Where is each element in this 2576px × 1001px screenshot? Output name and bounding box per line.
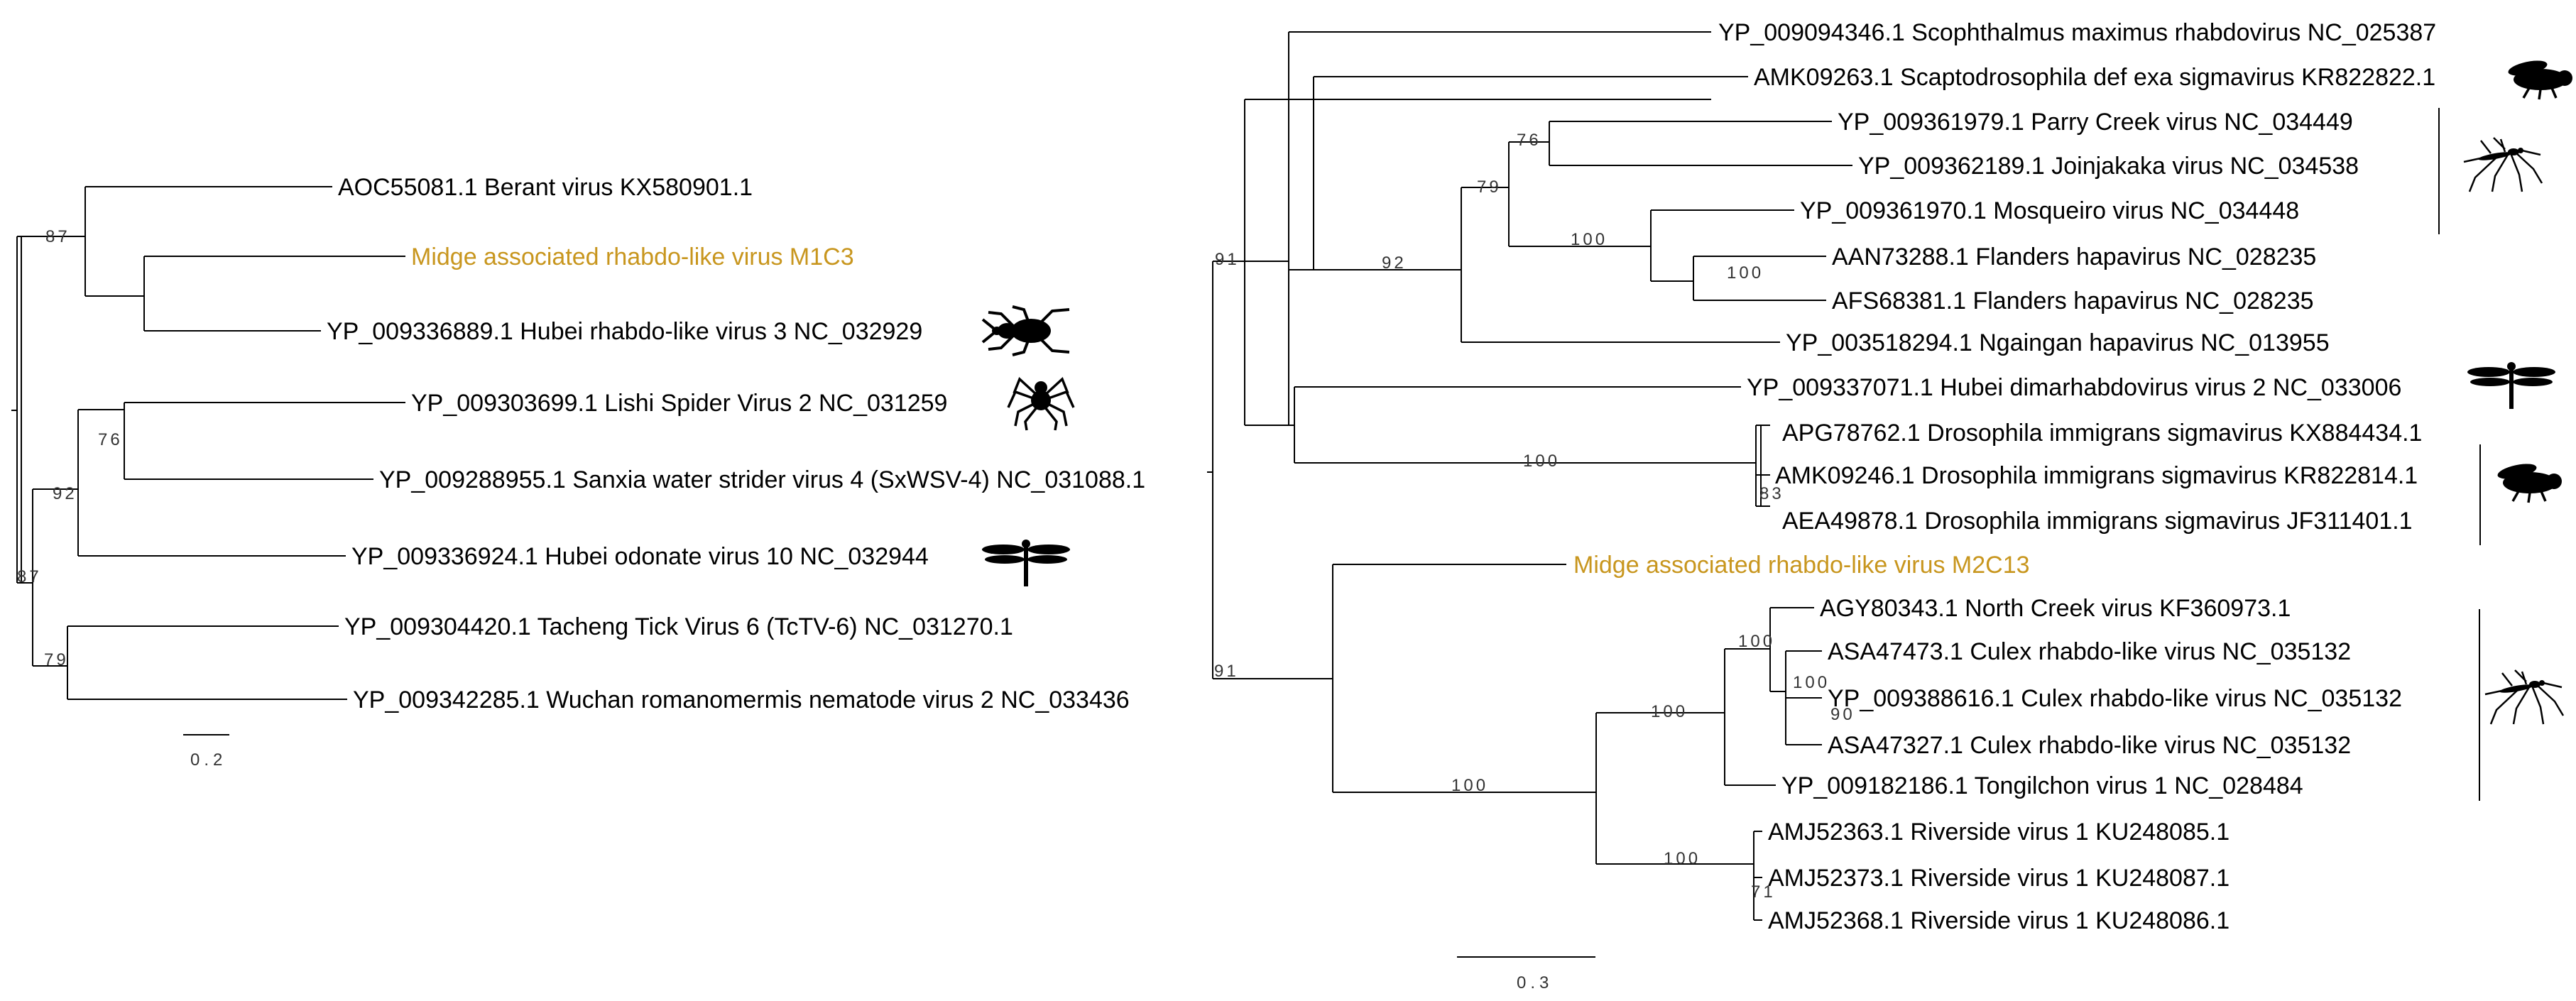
support-value: 100 bbox=[1738, 632, 1775, 651]
dragonfly-icon bbox=[982, 540, 1070, 586]
fly-icon bbox=[2494, 459, 2563, 504]
tip-label: YP_009094346.1 Scophthalmus maximus rhab… bbox=[1718, 19, 2436, 46]
right-tree-supports: 76 79 92 91 100 100 100 83 91 100 100 90… bbox=[1214, 131, 1855, 902]
right-tree-branches bbox=[1207, 99, 1711, 679]
right-tree: YP_009094346.1 Scophthalmus maximus rhab… bbox=[1207, 19, 2574, 992]
tip-label: APG78762.1 Drosophila immigrans sigmavir… bbox=[1782, 420, 2422, 447]
tip-label: YP_009388616.1 Culex rhabdo-like virus N… bbox=[1828, 685, 2402, 712]
tip-label: YP_009288955.1 Sanxia water strider viru… bbox=[379, 466, 1145, 493]
support-value: 92 bbox=[1382, 253, 1407, 273]
support-value: 92 bbox=[53, 484, 77, 503]
support-value: 100 bbox=[1651, 702, 1688, 721]
tip-label: ASA47473.1 Culex rhabdo-like virus NC_03… bbox=[1828, 638, 2351, 665]
tip-label: YP_009362189.1 Joinjakaka virus NC_03453… bbox=[1858, 153, 2359, 180]
support-value: 83 bbox=[1759, 484, 1784, 503]
tip-label: AMJ52373.1 Riverside virus 1 KU248087.1 bbox=[1768, 865, 2230, 892]
tip-label: YP_009337071.1 Hubei dimarhabdovirus vir… bbox=[1747, 374, 2401, 401]
support-value: 100 bbox=[1571, 230, 1608, 249]
support-value: 90 bbox=[1830, 705, 1855, 724]
beetle-icon bbox=[981, 305, 1071, 356]
tip-label: YP_009304420.1 Tacheng Tick Virus 6 (TcT… bbox=[344, 613, 1013, 640]
tip-label-highlighted: Midge associated rhabdo-like virus M2C13 bbox=[1573, 552, 2030, 579]
right-tree-lines-b bbox=[1213, 99, 2481, 958]
right-tree-lines bbox=[1288, 31, 1852, 426]
tip-label: AEA49878.1 Drosophila immigrans sigmavir… bbox=[1782, 508, 2413, 535]
support-value: 76 bbox=[98, 430, 123, 449]
spider-icon bbox=[1007, 378, 1075, 432]
tip-label: YP_009336889.1 Hubei rhabdo-like virus 3… bbox=[327, 318, 922, 345]
support-value: 100 bbox=[1793, 673, 1830, 692]
scale-bar-label: 0.3 bbox=[1517, 973, 1553, 992]
tip-label-highlighted: Midge associated rhabdo-like virus M1C3 bbox=[411, 244, 854, 270]
tip-label: AMJ52368.1 Riverside virus 1 KU248086.1 bbox=[1768, 907, 2230, 934]
scale-bar-label: 0.2 bbox=[190, 750, 227, 770]
tip-label: YP_003518294.1 Ngaingan hapavirus NC_013… bbox=[1786, 329, 2330, 356]
tip-label: AFS68381.1 Flanders hapavirus NC_028235 bbox=[1832, 288, 2314, 314]
tip-label: AMK09263.1 Scaptodrosophila def exa sigm… bbox=[1754, 64, 2435, 91]
right-tree-tips: YP_009094346.1 Scophthalmus maximus rhab… bbox=[1573, 19, 2436, 934]
left-tree-supports: 87 76 92 87 79 bbox=[17, 227, 123, 669]
tip-label: AAN73288.1 Flanders hapavirus NC_028235 bbox=[1832, 244, 2316, 270]
tip-label: ASA47327.1 Culex rhabdo-like virus NC_03… bbox=[1828, 732, 2351, 759]
tip-label: YP_009303699.1 Lishi Spider Virus 2 NC_0… bbox=[411, 390, 947, 417]
left-tree-branches bbox=[11, 186, 405, 735]
support-value: 76 bbox=[1517, 131, 1541, 150]
mosquito-icon bbox=[2462, 136, 2543, 193]
support-value: 100 bbox=[1451, 776, 1488, 795]
dragonfly-icon bbox=[2467, 362, 2555, 409]
left-tree: AOC55081.1 Berant virus KX580901.1 Midge… bbox=[11, 174, 1145, 770]
support-value: 91 bbox=[1214, 662, 1239, 681]
tip-label: YP_009182186.1 Tongilchon virus 1 NC_028… bbox=[1781, 772, 2303, 799]
support-value: 87 bbox=[45, 227, 70, 246]
support-value: 71 bbox=[1751, 882, 1776, 902]
support-value: 91 bbox=[1215, 250, 1240, 269]
tip-label: YP_009361970.1 Mosqueiro virus NC_034448 bbox=[1800, 197, 2299, 224]
tip-label: AOC55081.1 Berant virus KX580901.1 bbox=[338, 174, 753, 201]
support-value: 79 bbox=[44, 650, 69, 669]
tip-label: AMK09246.1 Drosophila immigrans sigmavir… bbox=[1775, 462, 2418, 489]
tip-label: YP_009336924.1 Hubei odonate virus 10 NC… bbox=[351, 543, 929, 570]
support-value: 79 bbox=[1477, 177, 1502, 197]
tip-label: AMJ52363.1 Riverside virus 1 KU248085.1 bbox=[1768, 819, 2230, 846]
tip-label: AGY80343.1 North Creek virus KF360973.1 bbox=[1820, 595, 2291, 622]
support-value: 100 bbox=[1523, 452, 1560, 471]
support-value: 100 bbox=[1727, 263, 1764, 283]
mosquito-icon bbox=[2484, 669, 2565, 726]
tip-label: YP_009342285.1 Wuchan romanomermis nemat… bbox=[353, 687, 1130, 713]
fly-icon bbox=[2505, 56, 2574, 101]
support-value: 87 bbox=[17, 567, 42, 586]
left-tree-icons bbox=[981, 305, 1075, 586]
support-value: 100 bbox=[1664, 849, 1701, 868]
tip-label: YP_009361979.1 Parry Creek virus NC_0344… bbox=[1838, 109, 2353, 136]
left-tree-tips: AOC55081.1 Berant virus KX580901.1 Midge… bbox=[327, 174, 1145, 713]
